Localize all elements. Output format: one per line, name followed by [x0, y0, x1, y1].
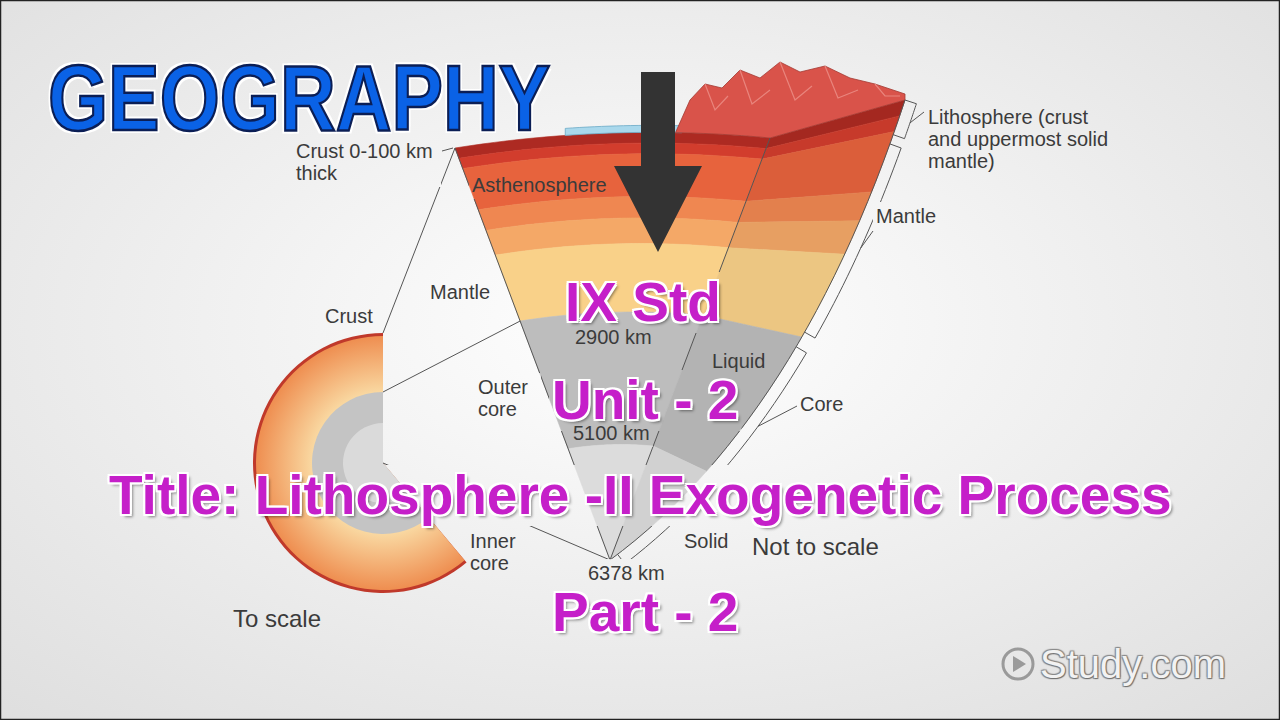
scale-note: To scale	[233, 606, 321, 632]
layer-bracket	[805, 144, 902, 338]
layer-label: Crust 0-100 km thick	[296, 140, 438, 184]
class-heading: IX Std	[565, 275, 721, 330]
part-heading: Part - 2	[552, 585, 738, 640]
layer-label: Inner core	[470, 530, 522, 574]
leader-line	[861, 231, 873, 248]
layer-label: Mantle	[876, 205, 936, 227]
depth-label: 2900 km	[575, 326, 652, 348]
layer-label: Crust	[325, 305, 373, 327]
layer-band-side	[738, 192, 872, 222]
leader-line	[442, 148, 453, 151]
state-label: Solid	[684, 530, 728, 552]
mountain-ridge	[740, 70, 770, 104]
watermark-circle	[1003, 649, 1033, 679]
layer-label: Outer core	[478, 376, 538, 420]
layer-label: Asthenosphere	[472, 174, 607, 196]
leader-line	[910, 112, 924, 123]
watermark-icon	[1003, 649, 1033, 679]
page-heading: GEOGRAPHY	[48, 52, 550, 144]
zoom-line	[383, 148, 455, 333]
mountain-ridge	[780, 62, 812, 100]
mountain-ridge	[825, 66, 858, 98]
state-label: Liquid	[712, 350, 765, 372]
lesson-title: Title: Lithosphere -II Exogenetic Proces…	[109, 468, 1172, 523]
scale-ring	[253, 333, 467, 593]
depth-label: 6378 km	[588, 562, 665, 584]
layer-label: Core	[800, 393, 843, 415]
layer-bracket	[893, 100, 916, 139]
scale-note: Not to scale	[752, 534, 879, 560]
watermark-play	[1013, 656, 1026, 672]
mountain-surface	[676, 62, 906, 138]
down-arrow	[614, 72, 702, 252]
depth-label: 5100 km	[573, 422, 650, 444]
layer-label: Lithosphere (crust and uppermost solid m…	[928, 106, 1113, 172]
layer-label: Mantle	[430, 281, 490, 303]
ring-crust	[253, 333, 467, 593]
mountain-ridge	[875, 84, 900, 96]
watermark: Study.com	[1040, 642, 1226, 686]
unit-heading: Unit - 2	[552, 373, 738, 428]
ring-mantle	[256, 336, 465, 590]
leader-line	[758, 406, 797, 426]
mountain-ridge	[705, 84, 728, 110]
